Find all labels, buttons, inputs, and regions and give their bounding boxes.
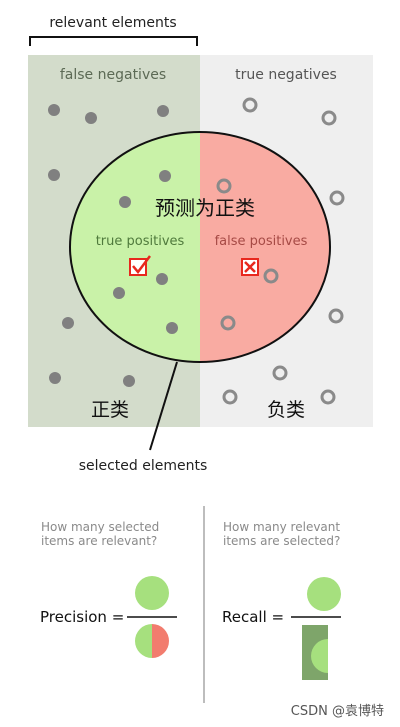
dot — [48, 169, 60, 181]
negative-class-label: 负类 — [267, 399, 305, 421]
dot — [48, 104, 60, 116]
hollow-dot — [328, 308, 344, 324]
watermark: CSDN @袁博特 — [290, 704, 384, 719]
check-box-icon — [129, 255, 151, 276]
precision-label: Precision = — [40, 608, 125, 626]
recall-denominator-icon — [302, 625, 328, 680]
false-negatives-label: false negatives — [60, 67, 166, 83]
positive-class-label: 正类 — [91, 399, 129, 421]
hollow-dot — [216, 178, 232, 194]
dot — [156, 273, 168, 285]
precision-denominator-icon — [135, 624, 169, 658]
precision-numerator-icon — [135, 576, 169, 610]
false-positives-label: false positives — [215, 234, 308, 249]
true-negatives-label: true negatives — [235, 67, 337, 83]
precision-question-line1: How many selected — [41, 520, 160, 534]
recall-question: How many relevant items are selected? — [223, 520, 340, 548]
selected-ellipse — [69, 131, 331, 363]
precision-question: How many selected items are relevant? — [41, 520, 159, 548]
hollow-dot — [329, 190, 345, 206]
dot — [123, 375, 135, 387]
relevant-elements-label: relevant elements — [49, 15, 176, 31]
dot — [113, 287, 125, 299]
hollow-dot — [321, 110, 337, 126]
hollow-dot — [242, 97, 258, 113]
relevant-bracket — [29, 36, 198, 46]
dot — [159, 170, 171, 182]
dot — [166, 322, 178, 334]
hollow-dot — [272, 365, 288, 381]
recall-question-line2: items are selected? — [223, 534, 341, 548]
true-positive-dots — [113, 170, 178, 334]
precision-question-line2: items are relevant? — [41, 534, 158, 548]
dot — [49, 372, 61, 384]
false-negative-dots — [48, 104, 169, 387]
false-positive-dots — [216, 178, 279, 331]
selected-pointer-line — [149, 361, 178, 451]
true-positives-label: true positives — [96, 234, 185, 249]
hollow-dot — [320, 389, 336, 405]
dot — [62, 317, 74, 329]
hollow-dot — [220, 315, 236, 331]
dot — [157, 105, 169, 117]
hollow-dot — [263, 268, 279, 284]
cross-box-icon — [241, 258, 259, 276]
hollow-dot — [222, 389, 238, 405]
dot — [85, 112, 97, 124]
recall-label: Recall = — [222, 608, 285, 626]
predicted-positive-label: 预测为正类 — [155, 196, 255, 220]
selected-elements-label: selected elements — [79, 458, 208, 474]
recall-numerator-icon — [307, 577, 341, 611]
dot — [119, 196, 131, 208]
recall-question-line1: How many relevant — [223, 520, 341, 534]
true-negative-dots — [222, 97, 345, 405]
